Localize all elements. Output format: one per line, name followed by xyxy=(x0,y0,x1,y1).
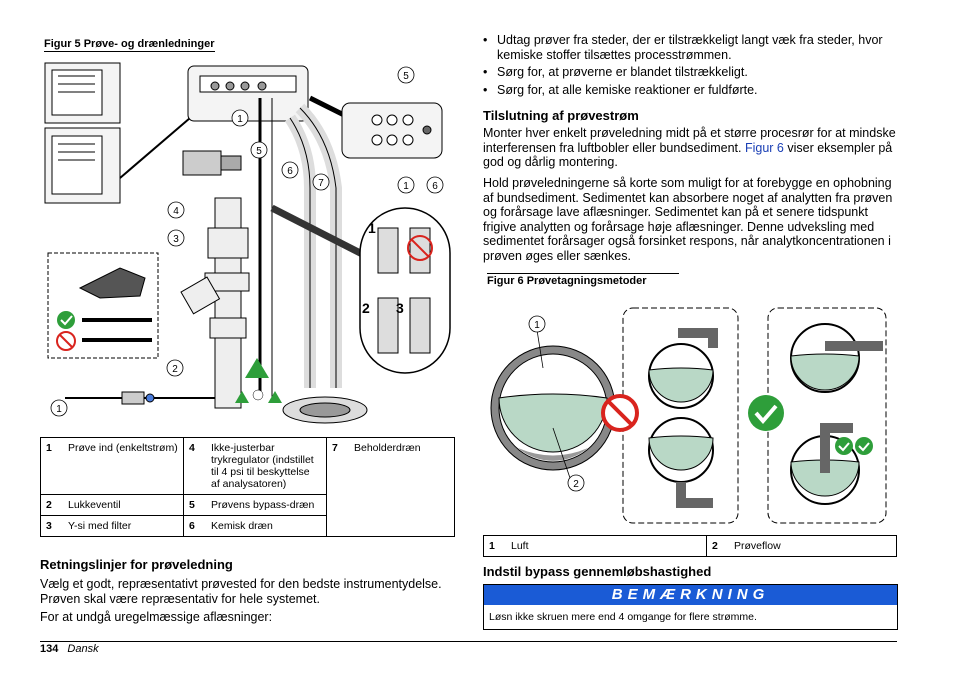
footer-divider xyxy=(40,641,897,642)
figure6-illustration: 1 2 xyxy=(490,307,887,524)
legend-text: Ikke-justerbar trykregulator (indstillet… xyxy=(206,437,327,495)
pressure-regulator xyxy=(182,150,242,176)
callout-7: 7 xyxy=(318,178,324,189)
legend-text: Prøvens bypass-dræn xyxy=(206,494,327,516)
check-icon xyxy=(748,395,784,431)
callout-5b: 5 xyxy=(256,146,262,157)
legend-text: Lukkeventil xyxy=(63,494,184,516)
bullet-list: Udtag prøver fra steder, der er tilstræk… xyxy=(483,33,903,100)
callout-1b: 1 xyxy=(403,181,409,192)
figure5-caption: Figur 5 Prøve- og drænledninger xyxy=(44,38,215,52)
section-heading-sample-stream: Tilslutning af prøvestrøm xyxy=(483,108,639,123)
y-strainer xyxy=(180,197,250,409)
pipe-cross-section xyxy=(490,345,616,471)
section-heading-bypass: Indstil bypass gennemløbshastighed xyxy=(483,564,712,579)
callout-1a: 1 xyxy=(237,114,243,125)
tube-cut-inset xyxy=(47,252,159,359)
note-title: BEMÆRKNING xyxy=(484,585,897,605)
prohibit-icon xyxy=(601,394,639,432)
legend-text: Y-si med filter xyxy=(63,515,184,537)
figure6-caption: Figur 6 Prøvetagningsmetoder xyxy=(487,273,679,288)
callout-4: 4 xyxy=(173,206,179,217)
callout-3: 3 xyxy=(173,234,179,245)
legend-num: 1 xyxy=(40,437,63,495)
bullet-item: Sørg for, at prøverne er blandet tilstræ… xyxy=(483,65,903,80)
callout-2: 2 xyxy=(172,364,178,375)
legend-text: Beholderdræn xyxy=(349,437,455,537)
good-mounting-pipes xyxy=(790,323,883,505)
figure6-legend-table: 1 Luft 2 Prøveflow xyxy=(483,535,897,557)
svg-text:3: 3 xyxy=(396,300,404,316)
analyzer-enclosure xyxy=(44,62,191,204)
footer-language: Dansk xyxy=(67,643,99,655)
bullet-item: Sørg for, at alle kemiske reaktioner er … xyxy=(483,83,903,98)
paragraph-avoid-readings: For at undgå uregelmæssige aflæsninger: xyxy=(40,610,273,624)
paragraph-sediment: Hold prøveledningerne så korte som mulig… xyxy=(483,176,893,263)
legend-num: 2 xyxy=(706,535,729,557)
callout-6b: 6 xyxy=(432,181,438,192)
fig6-callout-2: 2 xyxy=(573,479,579,490)
legend-text: Prøve ind (enkeltstrøm) xyxy=(63,437,184,495)
figure6-link[interactable]: Figur 6 xyxy=(744,140,784,155)
fittings-inset: 1 2 3 xyxy=(270,204,451,374)
figure5-illustration: 1 2 3 1 5 5 6 7 1 6 4 3 2 1 xyxy=(44,62,451,424)
paragraph-sample-site: Vælg et godt, repræsentativt prøvested f… xyxy=(40,577,442,606)
recycle-icon xyxy=(235,358,282,403)
paragraph-mount-line: Monter hver enkelt prøveledning midt på … xyxy=(483,126,903,170)
note-box: BEMÆRKNING Løsn ikke skruen mere end 4 o… xyxy=(483,584,898,630)
floor-drain-icon xyxy=(282,396,368,424)
bad-mounting-pipes xyxy=(648,328,718,508)
footer: 134 Dansk xyxy=(40,643,99,655)
svg-text:1: 1 xyxy=(368,220,376,236)
legend-num: 1 xyxy=(483,535,506,557)
section-heading-sample-lines: Retningslinjer for prøveledning xyxy=(40,557,233,572)
drain-tubes xyxy=(258,98,342,398)
legend-num: 7 xyxy=(326,437,349,537)
paragraph-text: viser eksempler på god og dårlig monteri… xyxy=(483,140,893,170)
paragraph-text: Monter hver enkelt prøveledning midt på … xyxy=(483,126,896,155)
figure5-legend-table: 1 Prøve ind (enkeltstrøm) 4 Ikke-justerb… xyxy=(40,437,455,537)
callout-5a: 5 xyxy=(403,71,409,82)
port-plate-inset xyxy=(308,95,443,159)
double-check-icon xyxy=(835,437,873,455)
callout-6a: 6 xyxy=(287,166,293,177)
fig6-callout-1: 1 xyxy=(534,320,540,331)
legend-text: Prøveflow xyxy=(729,535,897,557)
legend-text: Kemisk dræn xyxy=(206,515,327,537)
legend-num: 2 xyxy=(40,494,63,516)
legend-text: Luft xyxy=(506,535,707,557)
legend-num: 5 xyxy=(183,494,206,516)
legend-num: 6 xyxy=(183,515,206,537)
note-text: Løsn ikke skruen mere end 4 omgange for … xyxy=(489,611,757,623)
svg-text:2: 2 xyxy=(362,300,370,316)
page-number: 134 xyxy=(40,643,59,655)
figure5-callouts xyxy=(50,66,444,417)
bullet-item: Udtag prøver fra steder, der er tilstræk… xyxy=(483,33,903,62)
drain-manifold xyxy=(187,65,309,122)
callout-1c: 1 xyxy=(56,404,62,415)
bad-mounting-panel xyxy=(622,307,739,524)
legend-num: 4 xyxy=(183,437,206,495)
sample-inlet-line xyxy=(65,391,215,405)
legend-num: 3 xyxy=(40,515,63,537)
